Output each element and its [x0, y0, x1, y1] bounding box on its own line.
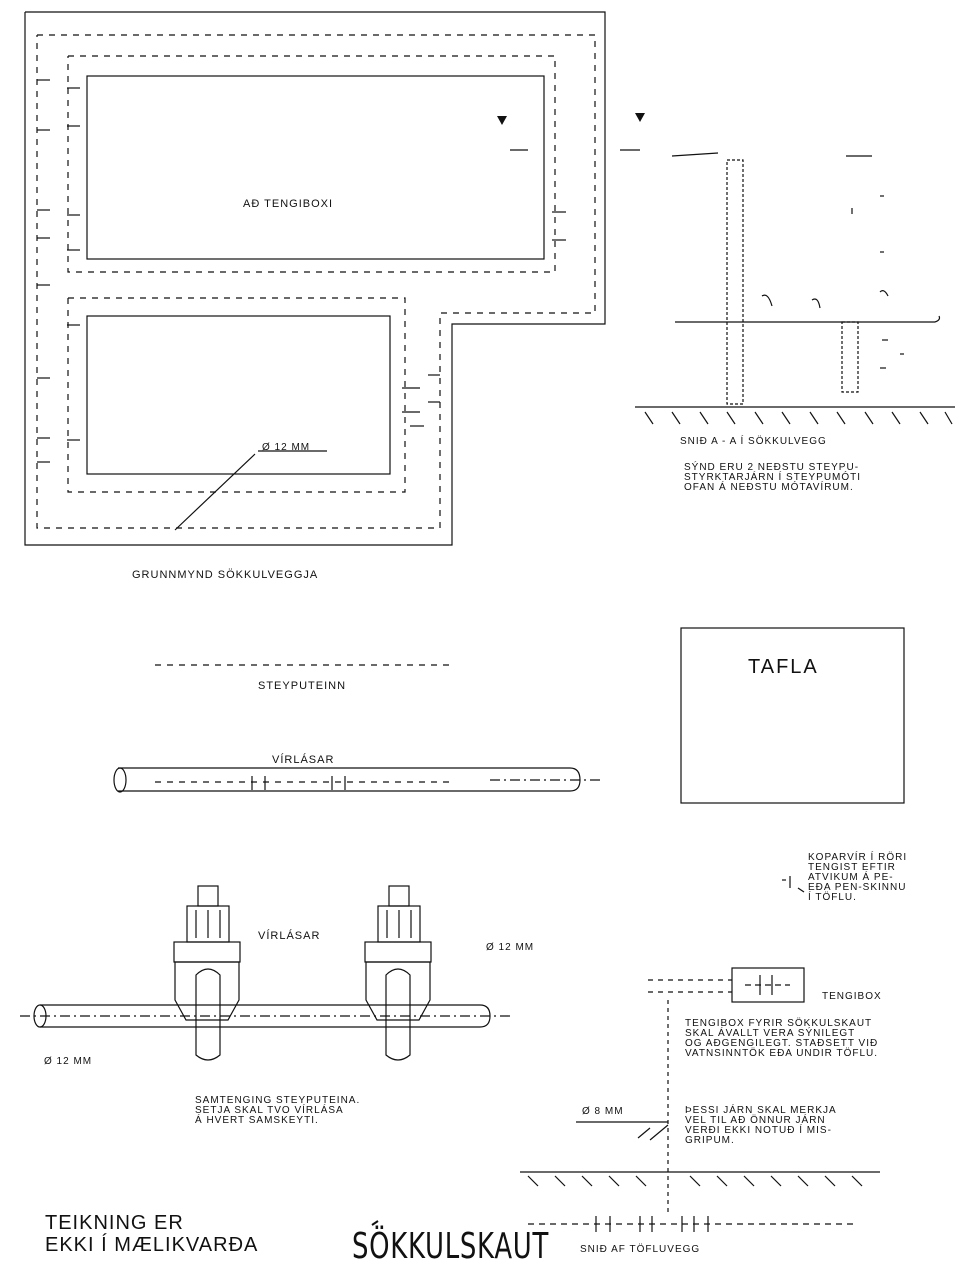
- plan-room-lower: [86, 315, 391, 475]
- rebar-short: [841, 321, 859, 393]
- electrode-loop-dashed: [36, 34, 596, 529]
- label-steyputeinn: STEYPUTEINN: [258, 680, 347, 692]
- wall-ground-hatch: [527, 1175, 863, 1187]
- legend-virlasar-ticks: [251, 776, 346, 790]
- rod-lower: [20, 1004, 510, 1028]
- label-thessi-jarn: ÞESSI JÁRN SKAL MERKJA VEL TIL AÐ ÖNNUR …: [685, 1105, 837, 1146]
- legend-symbols: [155, 664, 450, 790]
- section-marker-a: [497, 113, 645, 151]
- leader-dia-12mm: [174, 453, 256, 531]
- label-snid-aa: SNIÐ A - A Í SÖKKULVEGG: [680, 436, 827, 447]
- label-tengibox: TENGIBOX: [822, 991, 882, 1002]
- label-synd-eru: SÝND ERU 2 NEÐSTU STEYPU- STYRKTARJÁRN Í…: [684, 462, 862, 493]
- plan-room-upper: [86, 75, 545, 260]
- plan-outer-wall: [24, 11, 606, 546]
- clamp-1: [173, 885, 241, 1061]
- clamp-2: [364, 885, 432, 1061]
- label-dia-12mm-plan: Ø 12 MM: [262, 442, 311, 453]
- title-accent: [371, 1220, 379, 1226]
- copper-wire-marks: [782, 876, 805, 893]
- label-grunnmynd: GRUNNMYND SÖKKULVEGGJA: [132, 569, 319, 581]
- label-snid-tofluvegg: SNIÐ AF TÖFLUVEGG: [580, 1244, 701, 1255]
- label-dia-12mm-upper: Ø 12 MM: [486, 942, 535, 953]
- foundation-plan: [24, 11, 645, 546]
- tafla-box: [680, 627, 905, 804]
- label-tengibox-note: TENGIBOX FYRIR SÖKKULSKAUT SKAL ÁVALLT V…: [685, 1018, 879, 1059]
- label-koparvir: KOPARVÍR Í RÖRI TENGIST EFTIR ATVIKUM Á …: [808, 852, 908, 903]
- tengibox-section: [520, 967, 880, 1232]
- label-dia-12mm-lower: Ø 12 MM: [44, 1056, 93, 1067]
- clamp-detail: [20, 767, 600, 1061]
- plan-wall-ticks: [37, 79, 566, 463]
- label-virlasar-legend: VÍRLÁSAR: [272, 754, 335, 766]
- tengibox-rect: [731, 967, 805, 1003]
- label-ad-tengiboxi: AÐ TENGIBOXI: [243, 198, 334, 210]
- section-top-marks: [671, 152, 904, 369]
- rod-upper: [113, 767, 600, 793]
- rebar-vertical: [726, 159, 744, 405]
- label-dia-8mm: Ø 8 MM: [582, 1106, 624, 1117]
- label-teikning-scale-note: TEIKNING ER EKKI Í MÆLIKVARÐA: [45, 1212, 259, 1256]
- label-samtenging: SAMTENGING STEYPUTEINA. SETJA SKAL TVO V…: [195, 1095, 361, 1126]
- section-a-a: [635, 152, 955, 425]
- ground-hatch: [644, 411, 953, 425]
- drawing-title: SÖKKULSKAUT: [352, 1226, 550, 1267]
- label-tafla: TAFLA: [748, 656, 819, 678]
- label-virlasar-detail: VÍRLÁSAR: [258, 930, 321, 942]
